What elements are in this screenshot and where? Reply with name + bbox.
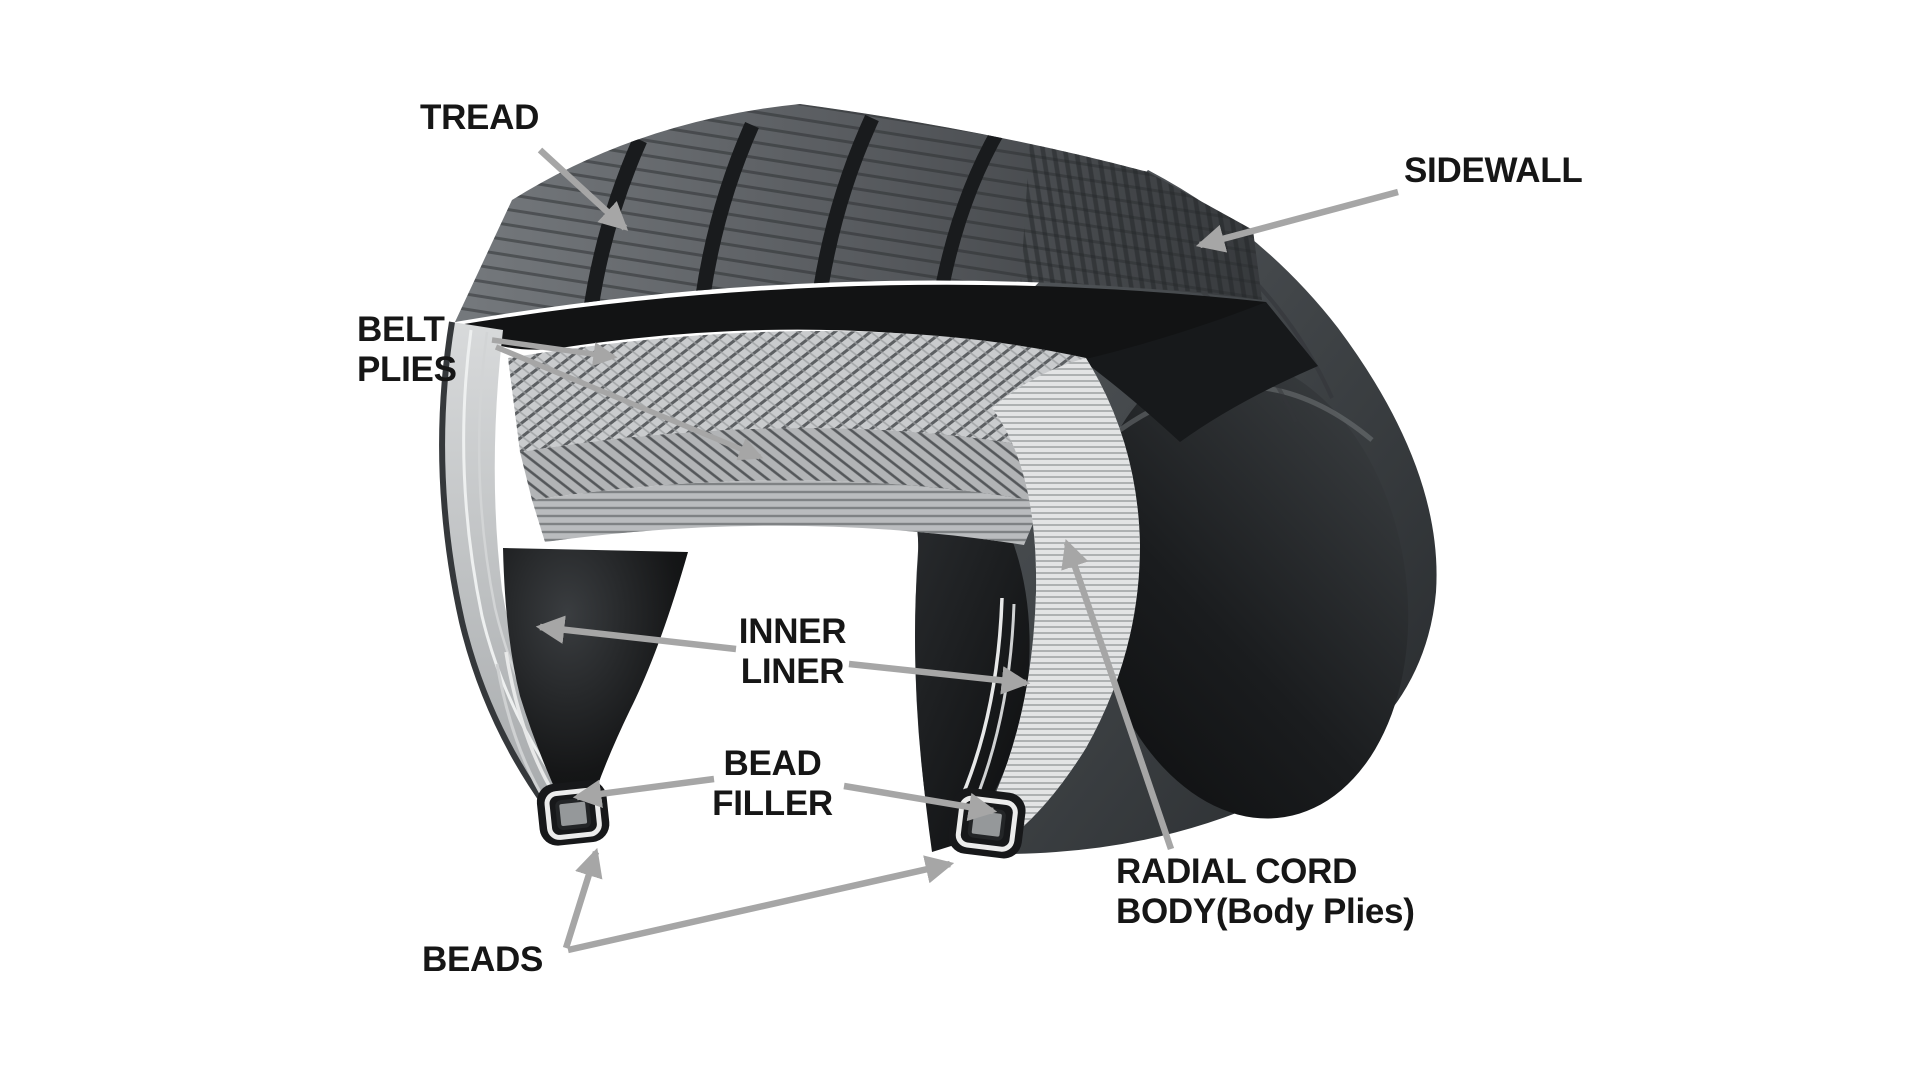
inner-liner-right-seam <box>956 597 1004 807</box>
label-inner-liner-line1: INNER <box>738 612 847 651</box>
shoulder-cut-edge <box>1082 302 1318 442</box>
label-belt-plies: BELT PLIES <box>357 310 457 390</box>
sidewall-arrow <box>1195 188 1399 253</box>
bead-filler-left-seam <box>504 651 556 795</box>
belt-plies-arrow-lower <box>494 344 764 461</box>
label-beads: BEADS <box>422 940 543 980</box>
bead-filler-arrow-left <box>572 775 715 809</box>
radial-cord-body-shape <box>984 358 1140 838</box>
belt-plies-arrow-upper <box>491 337 618 367</box>
label-belt-plies-line1: BELT <box>357 310 445 349</box>
label-radial-cord-body: RADIAL CORD BODY(Body Plies) <box>1116 852 1415 932</box>
label-sidewall: SIDEWALL <box>1404 151 1583 191</box>
callout-arrows <box>491 147 1399 954</box>
belt-plies-shape <box>508 331 1086 545</box>
inner-liner-right-shape <box>868 451 1030 852</box>
inner-liner-arrow-right <box>848 660 1031 695</box>
beads-arrow-left <box>562 847 603 949</box>
rim-hole <box>1087 357 1409 819</box>
label-radial-cord-body-line2: BODY(Body Plies) <box>1116 892 1415 931</box>
tread-groove <box>810 114 879 308</box>
label-inner-liner: INNER LINER <box>720 612 865 692</box>
label-belt-plies-line2: PLIES <box>357 350 457 389</box>
tread-cut-edge <box>452 284 1298 360</box>
tread-groove <box>933 124 1007 300</box>
label-inner-liner-line2: LINER <box>740 652 845 691</box>
radial-cord-body-arrow <box>1061 538 1175 851</box>
tread-arrow <box>537 147 629 231</box>
bead-right <box>948 788 1026 859</box>
bead-core-left <box>555 797 592 830</box>
beads-arrow-right <box>567 855 955 954</box>
bead-filler-arrow-right <box>843 782 998 822</box>
label-tread: TREAD <box>420 98 539 138</box>
label-radial-cord-body-line1: RADIAL CORD <box>1116 852 1358 891</box>
label-bead-filler-line1: BEAD <box>723 744 822 783</box>
label-tread-text: TREAD <box>420 98 540 137</box>
inner-liner-left-shape <box>503 548 688 814</box>
bead-filler-left-seam <box>495 663 548 803</box>
inner-liner-arrow-left <box>535 615 737 653</box>
label-bead-filler-line2: FILLER <box>712 784 833 823</box>
label-beads-text: BEADS <box>422 940 544 979</box>
label-bead-filler: BEAD FILLER <box>700 744 845 824</box>
label-sidewall-text: SIDEWALL <box>1404 151 1583 190</box>
bead-left <box>536 780 610 846</box>
